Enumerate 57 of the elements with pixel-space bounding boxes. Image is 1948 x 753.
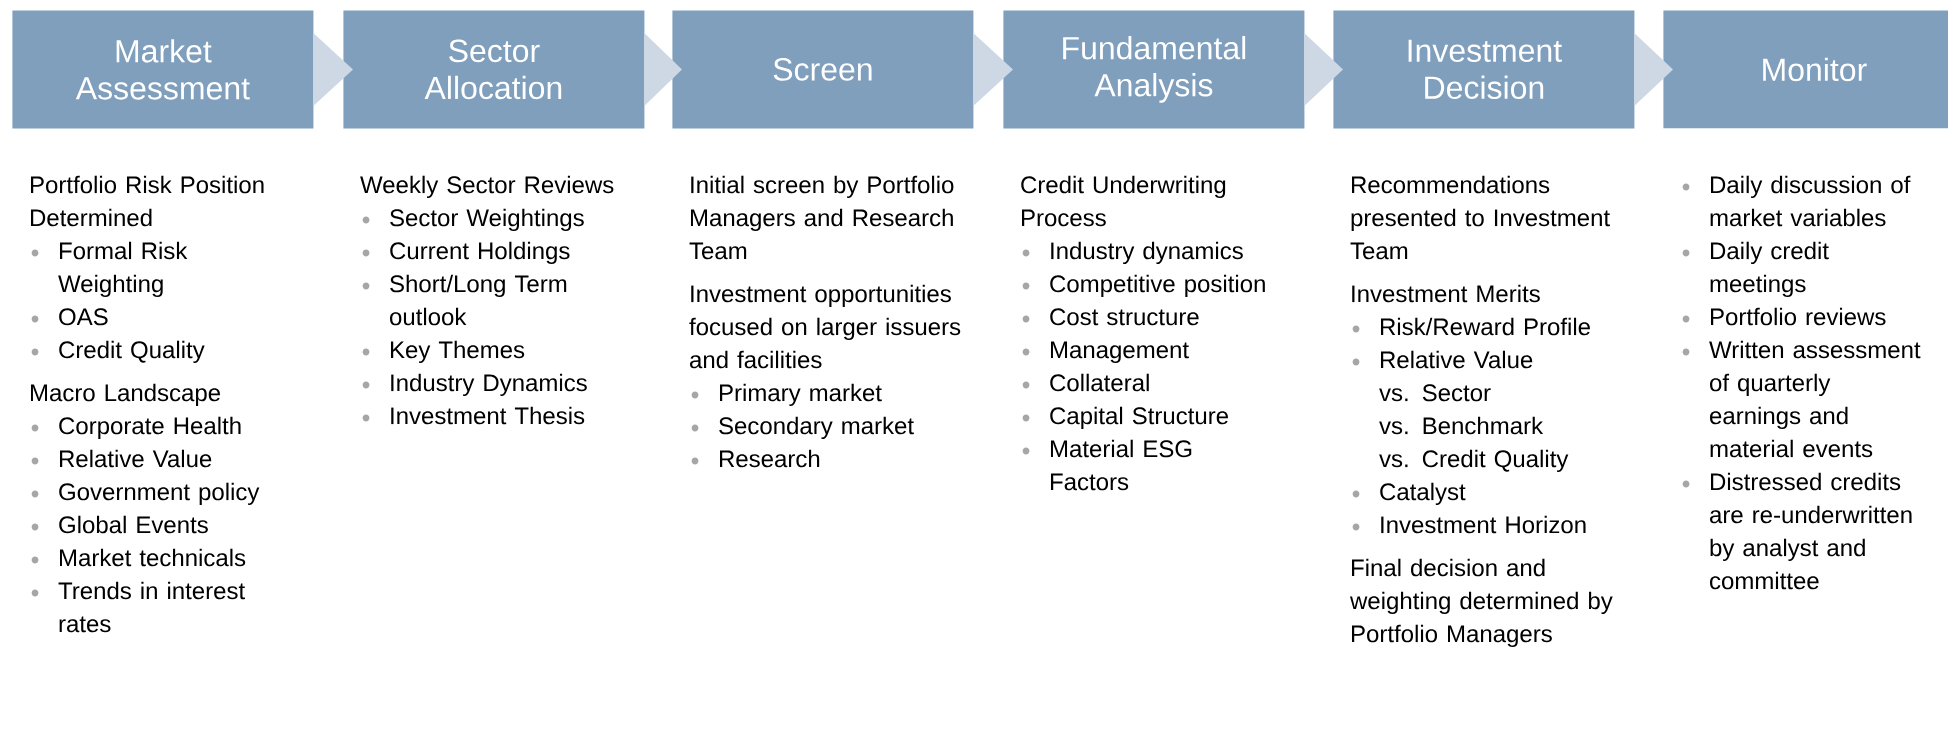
bullet-item: Collateral bbox=[1022, 373, 1149, 392]
bullet-item: Sector Weightings bbox=[362, 208, 584, 232]
bullet-item: Portfolio reviews bbox=[1682, 307, 1886, 326]
bullet-item: Catalyst bbox=[1352, 482, 1466, 506]
bullet-item: Material ESG Factors bbox=[1022, 439, 1192, 491]
bullet-item: Investment Thesis bbox=[362, 406, 585, 425]
step-box: Sector Allocation bbox=[343, 10, 645, 129]
chevron-arrow bbox=[313, 33, 353, 106]
bullet-item: Industry dynamics bbox=[1022, 241, 1243, 265]
bullet-item: Daily discussion of market variables bbox=[1682, 175, 1911, 227]
bullet-item: Corporate Health bbox=[31, 416, 241, 440]
chevron-arrow bbox=[973, 33, 1013, 106]
bullet-item: Relative Value bbox=[31, 449, 212, 468]
bullet-item: Management bbox=[1022, 341, 1189, 364]
bullet-item: Capital Structure bbox=[1022, 406, 1228, 430]
section-heading: Investment opportunities focused on larger issuers and facilities bbox=[689, 284, 961, 369]
section-heading: Weekly Sector Reviews bbox=[360, 175, 614, 199]
bullet-item: Market technicals bbox=[31, 548, 246, 567]
bullet-item: Credit Quality bbox=[31, 340, 205, 364]
bullet-item: Industry Dynamics bbox=[362, 373, 587, 397]
step-box: Investment Decision bbox=[1333, 10, 1635, 129]
section-heading: Initial screen by Portfolio Managers and Research Team bbox=[689, 175, 954, 260]
bullet-item: Daily credit meetings bbox=[1682, 241, 1829, 298]
bullet-item: Competitive position bbox=[1022, 274, 1265, 298]
chevron-arrow bbox=[1634, 33, 1673, 106]
bullet-item: Current Holdings bbox=[362, 241, 570, 265]
section-heading: Portfolio Risk Position Determined bbox=[31, 175, 264, 227]
section-heading: Investment Merits bbox=[1352, 284, 1540, 303]
step-box: Monitor bbox=[1663, 10, 1948, 129]
step-box: Screen bbox=[672, 10, 974, 129]
bullet-item: Cost structure bbox=[1022, 308, 1199, 326]
bullet-item: Formal Risk Weighting bbox=[31, 241, 188, 298]
bullet-item: Key Themes bbox=[362, 340, 525, 364]
list-text: vs. Credit Quality bbox=[1379, 449, 1569, 473]
chevron-arrow bbox=[1304, 33, 1343, 106]
bullet-item: Investment Horizon bbox=[1352, 515, 1586, 534]
list-text: vs. Sector bbox=[1379, 384, 1491, 402]
step-box: Fundamental Analysis bbox=[1003, 10, 1305, 129]
chevron-arrow bbox=[644, 33, 682, 106]
bullet-item: Written assessment of quarterly earnings and material events bbox=[1682, 340, 1921, 458]
bullet-item: Primary market bbox=[691, 383, 882, 407]
bullet-item: Relative Value bbox=[1352, 350, 1533, 369]
bullet-item: Government policy bbox=[31, 482, 260, 506]
bullet-item: Distressed credits are re-underwritten by analyst and committee bbox=[1682, 472, 1912, 590]
bullet-item: OAS bbox=[31, 308, 108, 326]
bullet-item: Risk/Reward Profile bbox=[1352, 317, 1590, 336]
bullet-item: Secondary market bbox=[691, 416, 914, 440]
list-text: vs. Benchmark bbox=[1379, 416, 1544, 435]
section-heading: Macro Landscape bbox=[31, 383, 220, 407]
step-box: Market Assessment bbox=[12, 10, 314, 129]
section-heading: Credit Underwriting Process bbox=[1021, 175, 1226, 227]
section-heading: Final decision and weighting determined by Portfolio Managers bbox=[1350, 558, 1613, 648]
bullet-item: Short/Long Term outlook bbox=[362, 274, 567, 326]
bullet-item: Trends in interest rates bbox=[31, 581, 245, 633]
bullet-item: Research bbox=[691, 449, 820, 468]
section-heading: Recommendations presented to Investment Team bbox=[1350, 175, 1610, 260]
bullet-item: Global Events bbox=[31, 515, 208, 534]
